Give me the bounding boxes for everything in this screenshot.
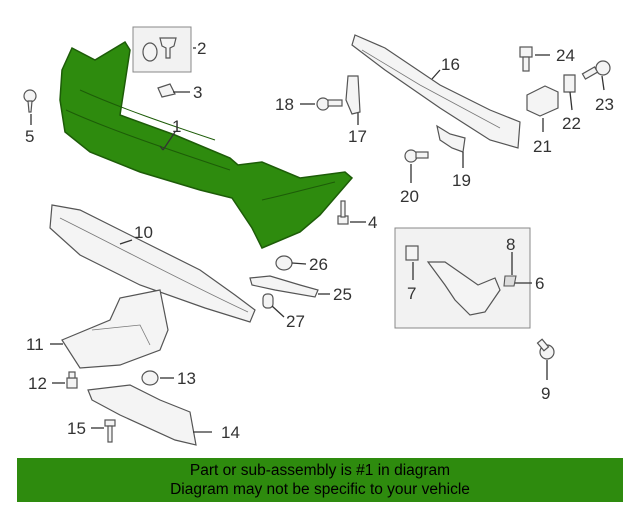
bracket-part[interactable] [426, 261, 501, 316]
bracket-21-part[interactable] [526, 85, 559, 117]
callout-14: 14 [221, 423, 240, 442]
callout-19: 19 [452, 171, 471, 190]
callout-23: 23 [595, 95, 614, 114]
callout-17: 17 [348, 127, 367, 146]
callout-3: 3 [193, 83, 202, 102]
callout-12: 12 [28, 374, 47, 393]
clip-part[interactable] [159, 37, 177, 59]
clip-part[interactable] [142, 42, 158, 62]
callout-26: 26 [309, 255, 328, 274]
retainer-27-part[interactable] [262, 293, 274, 309]
diagram-notice-banner: Part or sub-assembly is #1 in diagram Di… [17, 458, 623, 502]
clip-22-part[interactable] [563, 74, 576, 93]
callout-24: 24 [556, 46, 575, 65]
bolt-12-part[interactable] [66, 371, 78, 389]
grommet-part[interactable] [157, 83, 176, 98]
callout-18: 18 [275, 95, 294, 114]
screw-18-part[interactable] [316, 97, 343, 111]
bolt-24-part[interactable] [519, 46, 533, 72]
callout-16: 16 [441, 55, 460, 74]
bracket-17-part[interactable] [345, 75, 361, 115]
callout-4: 4 [368, 213, 377, 232]
callout-5: 5 [25, 127, 34, 146]
callout-2: 2 [197, 39, 206, 58]
bumper-cover-part[interactable] [59, 40, 354, 249]
valance-10-part[interactable] [49, 204, 256, 323]
callout-25: 25 [333, 285, 352, 304]
panel-14-part[interactable] [87, 384, 197, 446]
callout-11: 11 [26, 335, 44, 354]
callout-13: 13 [177, 369, 196, 388]
callout-15: 15 [67, 419, 86, 438]
bolt-9-part[interactable] [536, 338, 555, 360]
callout-20: 20 [400, 187, 419, 206]
nut-7-part[interactable] [405, 245, 419, 261]
plug-26-part[interactable] [275, 255, 293, 271]
screw-15-part[interactable] [104, 419, 116, 443]
callout-6: 6 [535, 274, 544, 293]
callout-7: 7 [407, 284, 416, 303]
banner-line-2: Diagram may not be specific to your vehi… [170, 481, 470, 498]
callout-22: 22 [562, 114, 581, 133]
callout-21: 21 [533, 137, 552, 156]
callout-1: 1 [172, 117, 181, 136]
parts-diagram: 1 2 3 4 5 6 7 8 9 10 11 12 13 14 15 16 1… [23, 26, 614, 446]
leader-lines [30, 47, 605, 433]
banner-line-1: Part or sub-assembly is #1 in diagram [189, 462, 451, 479]
callout-27: 27 [286, 312, 305, 331]
clips-box [132, 26, 192, 73]
screw-5-part[interactable] [23, 89, 37, 113]
shield-11-part[interactable] [61, 289, 169, 369]
bolt-23-part[interactable] [581, 60, 611, 80]
screw-20-part[interactable] [404, 149, 429, 163]
bracket-19-part[interactable] [436, 124, 466, 153]
bracket-25-part[interactable] [249, 275, 319, 298]
callout-10: 10 [134, 223, 153, 242]
callout-9: 9 [541, 384, 550, 403]
callout-8: 8 [506, 235, 515, 254]
nut-13-part[interactable] [141, 370, 159, 386]
bolt-4-part[interactable] [337, 200, 349, 225]
nut-8-part[interactable] [503, 275, 517, 287]
reinforcement-16-part[interactable] [351, 34, 521, 149]
